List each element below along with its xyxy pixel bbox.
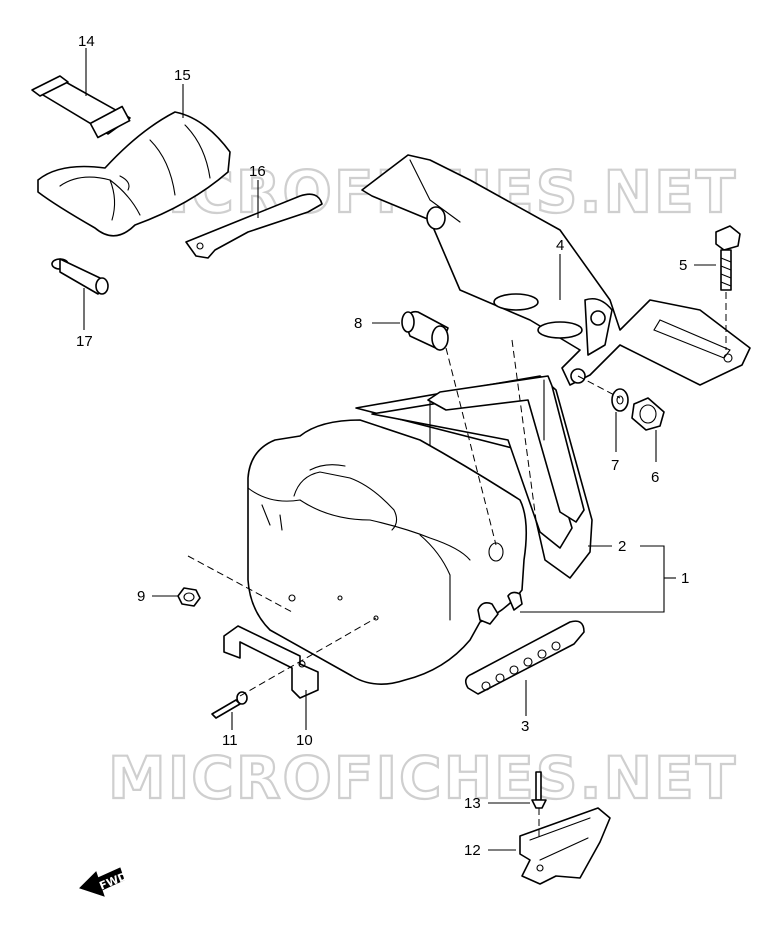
part-15-cover[interactable] [37,111,231,237]
callout-12: 12 [464,842,481,859]
part-6-bolt[interactable] [631,397,665,431]
part-1-box[interactable] [247,419,528,685]
callout-3: 3 [521,718,529,735]
assembly-line-4 [511,339,537,521]
part-13-screw[interactable] [531,771,547,840]
assembly-line-11 [239,617,377,697]
assembly-line-6 [577,375,621,399]
assembly-line-9 [187,555,293,613]
part-14-strap[interactable] [31,75,131,139]
part-16-clamp-plate[interactable] [185,193,323,259]
assembly-line-8 [445,347,497,546]
part-2-gasket[interactable] [355,375,593,579]
part-12-bracket[interactable] [519,807,611,885]
callout-1: 1 [681,570,689,587]
part-8-collar[interactable] [401,310,449,351]
part-4-bracket[interactable] [361,154,751,386]
callout-17: 17 [76,333,93,350]
callout-14: 14 [78,33,95,50]
callout-2: 2 [618,538,626,555]
callout-4: 4 [556,237,564,254]
leader-2 [520,545,665,613]
callout-7: 7 [611,457,619,474]
part-9-nut[interactable] [177,587,201,607]
fwd-arrow-icon: FWD [79,867,130,897]
part-17-plug[interactable] [51,258,109,295]
callout-10: 10 [296,732,313,749]
callout-5: 5 [679,257,687,274]
callout-8: 8 [354,315,362,332]
watermark-bottom: MICROFICHES.NET [108,744,737,812]
fwd-label: FWD [98,870,130,893]
callout-15: 15 [174,67,191,84]
callout-16: 16 [249,163,266,180]
callout-9: 9 [137,588,145,605]
callout-13: 13 [464,795,481,812]
part-11-rivet[interactable] [211,691,248,719]
part-3-stay[interactable] [464,620,585,695]
callout-6: 6 [651,469,659,486]
part-5-bolt[interactable] [715,225,741,350]
part-7-washer[interactable] [611,388,629,412]
callout-11: 11 [222,732,238,749]
